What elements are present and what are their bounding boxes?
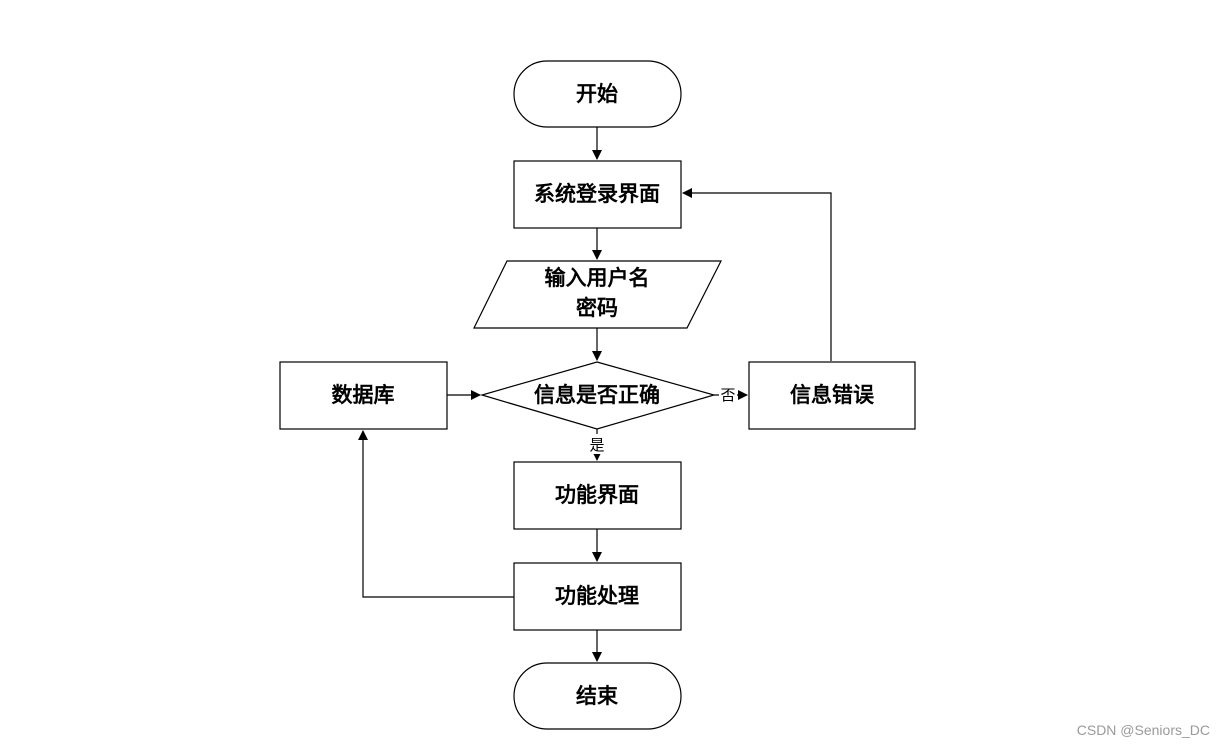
node-login: 系统登录界面 [513, 160, 682, 229]
edge-label-yes-bg [587, 434, 607, 454]
node-check-label: 信息是否正确 [534, 382, 660, 407]
node-end-label: 结束 [576, 683, 619, 708]
node-start-label: 开始 [576, 81, 618, 106]
node-func-proc-label: 功能处理 [555, 583, 639, 608]
edge-func-proc-to-database [358, 430, 514, 598]
node-input: 输入用户名 密码 [473, 260, 722, 329]
node-input-label-line1: 输入用户名 [545, 265, 650, 290]
node-func-proc: 功能处理 [513, 562, 682, 631]
edge-label-no-bg [719, 384, 737, 404]
node-error-label: 信息错误 [790, 382, 875, 407]
node-start: 开始 [513, 60, 682, 128]
node-database-label: 数据库 [332, 382, 395, 407]
node-end: 结束 [513, 662, 682, 730]
edge-error-to-login [682, 188, 832, 361]
edge-label-yes: 是 [589, 436, 604, 454]
node-database: 数据库 [279, 361, 448, 430]
node-func-ui-label: 功能界面 [555, 482, 639, 507]
node-login-label: 系统登录界面 [534, 181, 660, 206]
node-error: 信息错误 [748, 361, 916, 430]
node-func-ui: 功能界面 [513, 461, 682, 530]
watermark: CSDN @Seniors_DC [1076, 722, 1210, 738]
node-check: 信息是否正确 [479, 361, 717, 430]
edge-label-no: 否 [720, 386, 735, 404]
node-input-label-line2: 密码 [576, 295, 618, 320]
